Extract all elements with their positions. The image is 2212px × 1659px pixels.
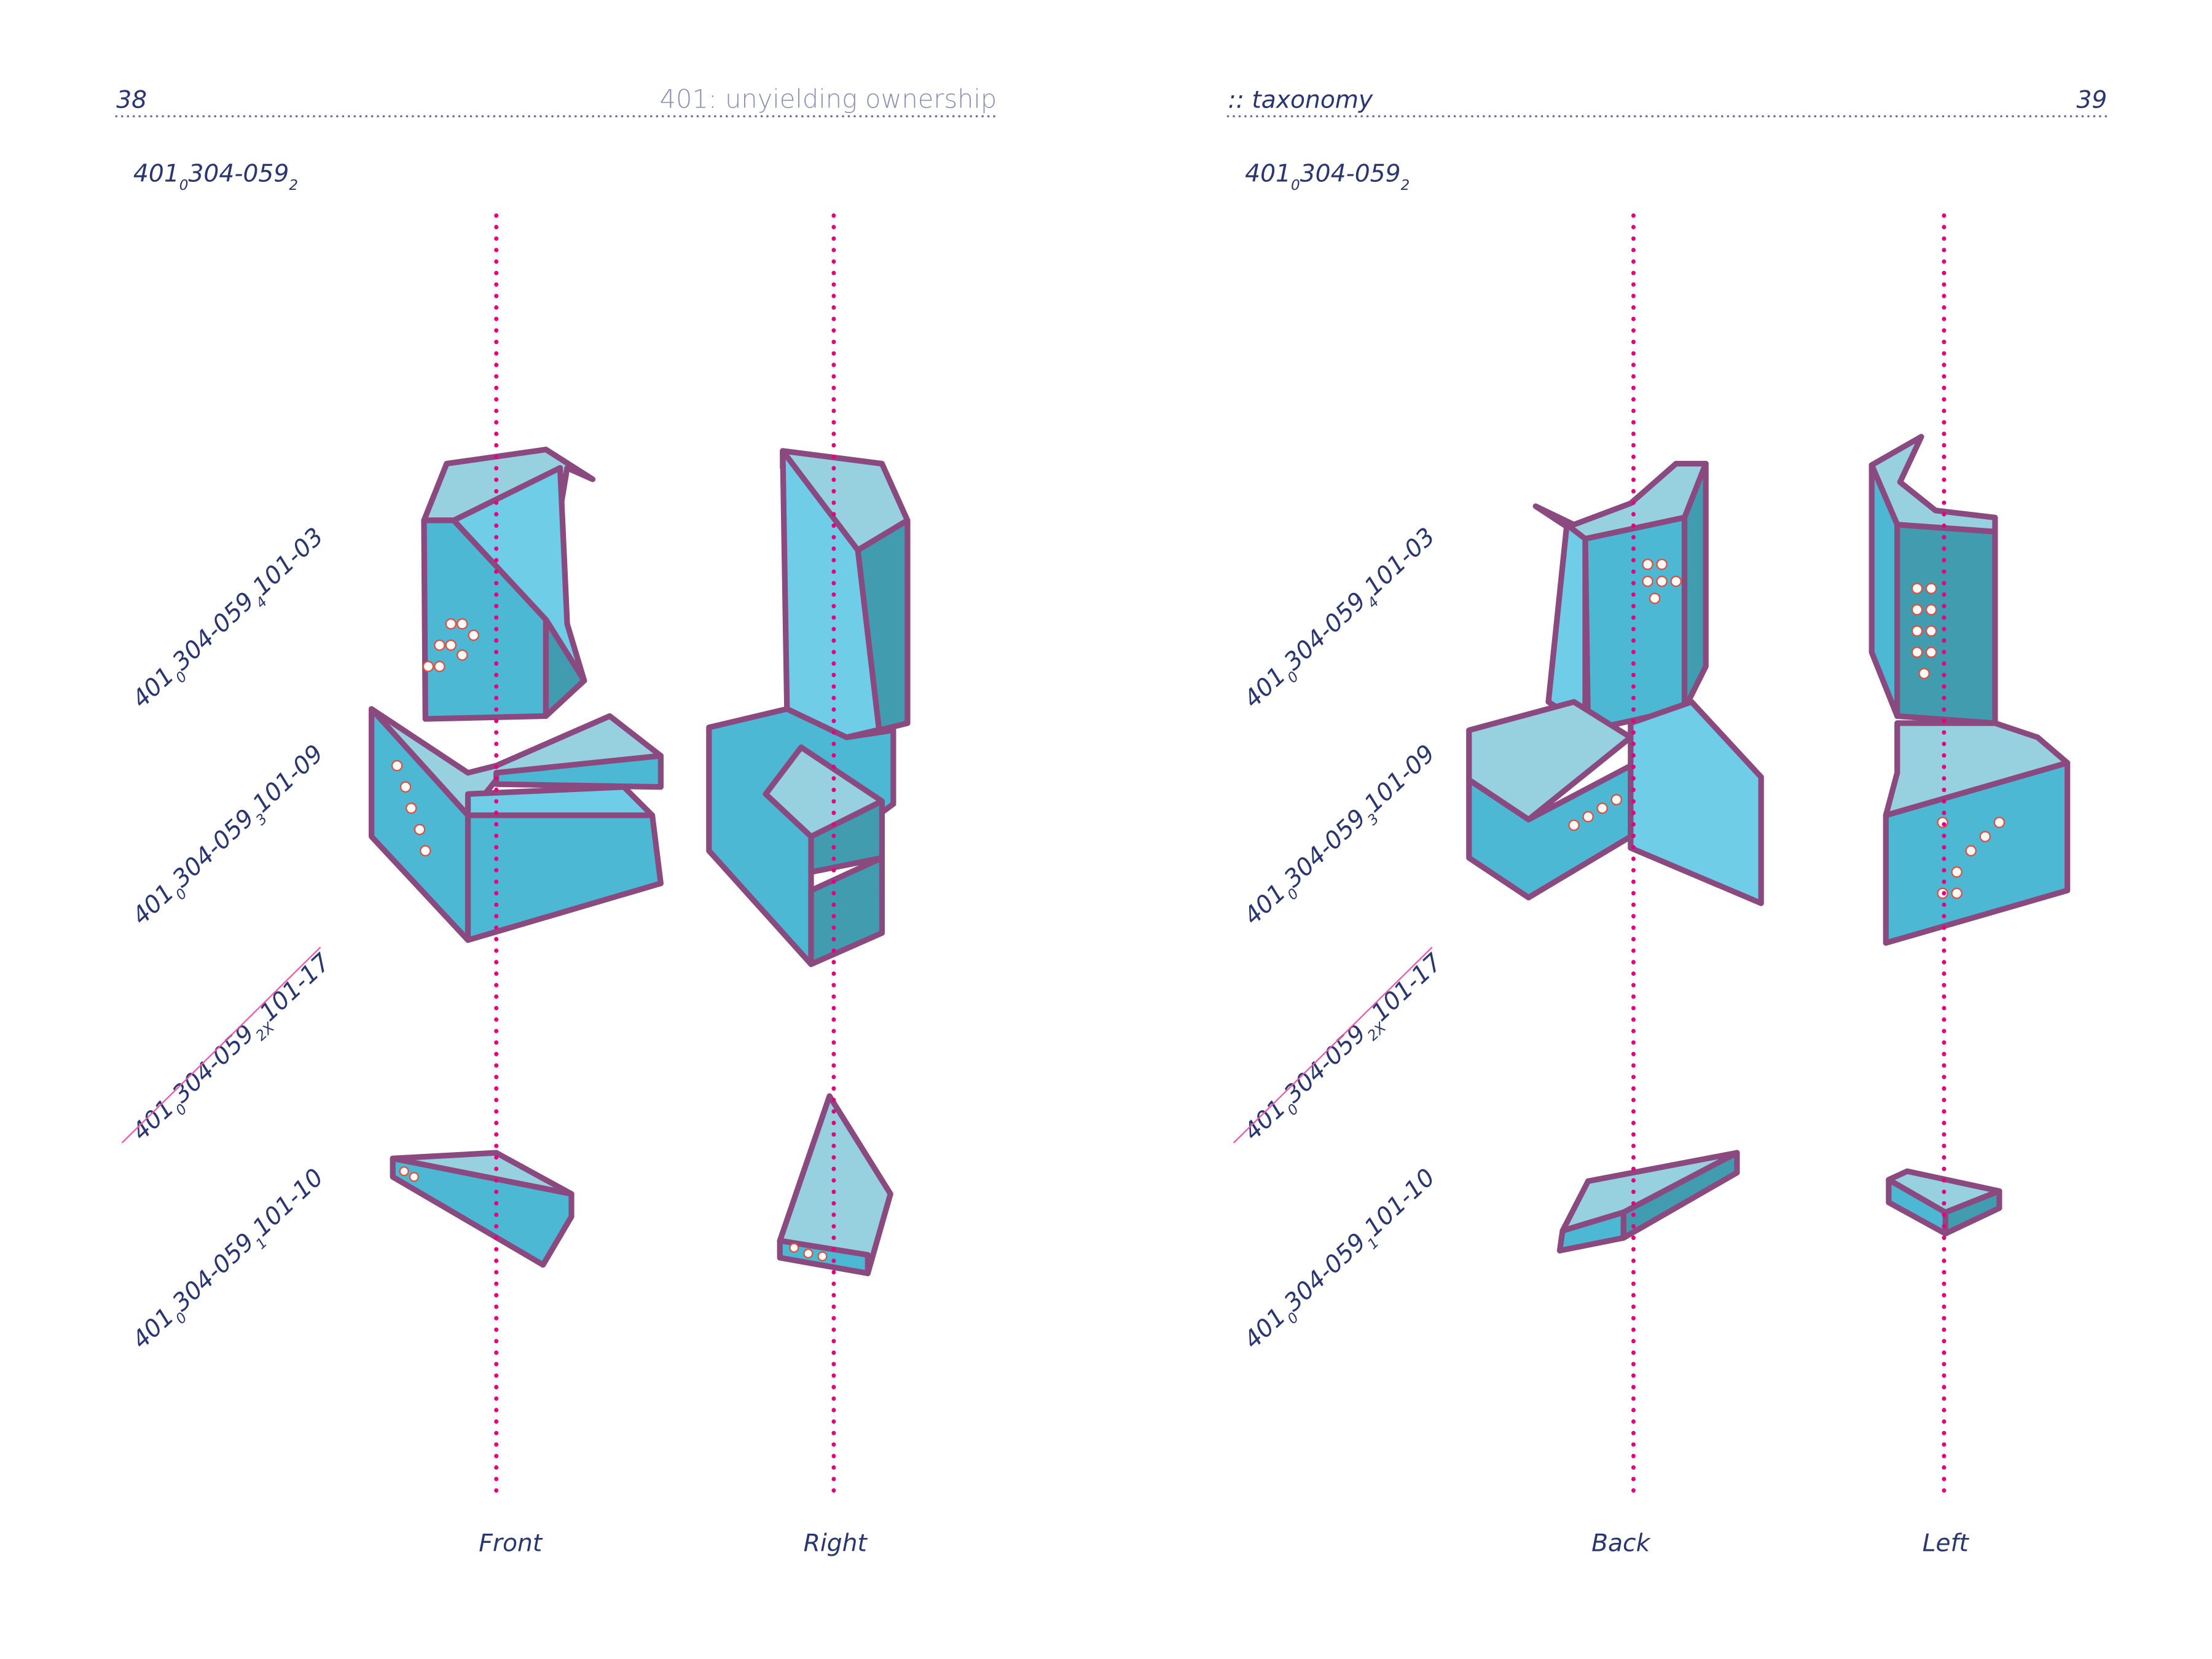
svg-text:4010304-0591101-10: 4010304-0591101-10	[1239, 1164, 1445, 1359]
series-code-right: 4010304-0592	[1245, 160, 1410, 194]
back-view-drawing	[1466, 460, 1764, 1253]
svg-text:4010304-0594101-03: 4010304-0594101-03	[127, 523, 333, 718]
front-view-drawing	[368, 446, 664, 1268]
page-number-left: 38	[116, 86, 147, 114]
piece-labels-left: 4010304-0594101-03 4010304-0593101-09 40…	[121, 523, 340, 1359]
piece-label: 4010304-0594101-03	[1239, 523, 1445, 718]
view-label-right: Right	[804, 1530, 868, 1558]
piece-label: 4010304-0591101-10	[1239, 1164, 1445, 1359]
left-page-header: 38 401: unyielding ownership	[115, 84, 998, 117]
strikethrough-line	[121, 946, 321, 1143]
piece-label-struck: 4010304-0592X101-17	[1239, 949, 1452, 1151]
piece-label: 4010304-0591101-10	[127, 1164, 333, 1359]
page-number-right: 39	[2076, 86, 2107, 114]
view-label-back: Back	[1591, 1530, 1651, 1558]
piece-labels-right: 4010304-0594101-03 4010304-0593101-09 40…	[1233, 523, 1452, 1359]
series-code-left: 4010304-0592	[133, 160, 298, 194]
svg-text:4010304-0593101-09: 4010304-0593101-09	[127, 740, 333, 935]
dot-pattern	[391, 618, 479, 857]
dot-pattern	[1911, 582, 2006, 900]
piece-label-struck: 4010304-0592X101-17	[127, 949, 340, 1151]
running-title-right: :: taxonomy	[1228, 86, 1373, 114]
right-view-drawing	[706, 448, 911, 1276]
svg-text:4010304-0592X101-17: 4010304-0592X101-17	[127, 949, 340, 1151]
dot-pattern	[1568, 559, 1682, 831]
running-title-left: 401: unyielding ownership	[660, 84, 997, 114]
view-label-front: Front	[479, 1530, 543, 1558]
svg-text:4010304-0591101-10: 4010304-0591101-10	[127, 1164, 333, 1359]
left-view-drawing	[1869, 434, 2071, 1237]
right-page-header: :: taxonomy 39	[1226, 86, 2108, 117]
piece-label: 4010304-0594101-03	[127, 523, 333, 718]
svg-text:4010304-0594101-03: 4010304-0594101-03	[1239, 523, 1445, 718]
svg-text:4010304-0593101-09: 4010304-0593101-09	[1239, 740, 1445, 935]
strikethrough-line	[1233, 946, 1433, 1143]
piece-label: 4010304-0593101-09	[1239, 740, 1445, 935]
view-label-left: Left	[1923, 1530, 1970, 1558]
piece-label: 4010304-0593101-09	[127, 740, 333, 935]
svg-text:4010304-0592X101-17: 4010304-0592X101-17	[1239, 949, 1452, 1151]
